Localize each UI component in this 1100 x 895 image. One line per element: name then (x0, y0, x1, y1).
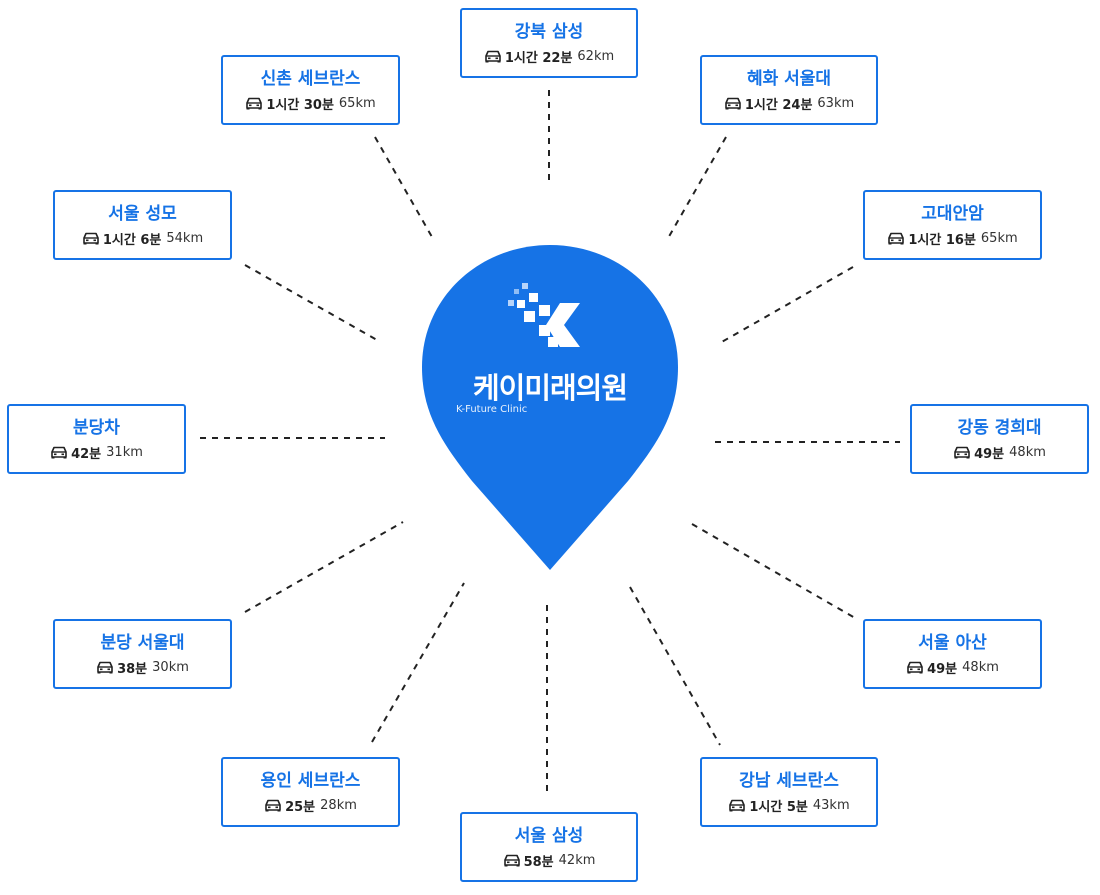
travel-distance: 63km (817, 95, 855, 111)
travel-time: 58분 (523, 854, 554, 870)
travel-time: 42분 (71, 446, 102, 462)
travel-time: 1시간 6분 (102, 232, 162, 248)
travel-time: 1시간 5분 (749, 799, 808, 815)
travel-distance: 65km (338, 95, 376, 111)
travel-time: 1시간 22분 (504, 50, 573, 66)
connector-line (719, 266, 854, 344)
travel-distance: 43km (812, 797, 850, 813)
travel-distance: 42km (558, 852, 596, 868)
hospital-name: 강북 삼성 (514, 21, 584, 42)
travel-distance: 31km (106, 444, 143, 460)
car-icon (82, 231, 100, 245)
hospital-name: 강동 경희대 (957, 417, 1042, 438)
travel-time: 49분 (974, 446, 1005, 462)
hospital-name: 서울 성모 (108, 203, 177, 224)
car-icon (906, 660, 924, 674)
travel-distance: 48km (1009, 444, 1046, 460)
hospital-name: 강남 세브란스 (739, 770, 839, 791)
connector-line (244, 264, 378, 341)
car-icon (484, 49, 502, 63)
connector-line (691, 523, 856, 619)
car-icon (953, 445, 971, 459)
travel-distance: 65km (980, 230, 1018, 246)
travel-distance: 28km (320, 797, 357, 813)
clinic-name: 케이미래의원 (472, 371, 628, 405)
travel-time: 1시간 30분 (266, 97, 334, 113)
car-icon (503, 853, 521, 867)
travel-time: 25분 (285, 799, 316, 815)
k-logo-icon (508, 283, 580, 347)
travel-distance: 62km (577, 48, 615, 64)
car-icon (96, 660, 114, 674)
travel-time: 1시간 24분 (744, 97, 813, 113)
car-icon (50, 445, 68, 459)
car-icon (245, 96, 263, 110)
hospital-name: 혜화 서울대 (746, 68, 832, 89)
car-icon (728, 798, 746, 812)
clinic-subtitle: K-Future Clinic (456, 404, 528, 415)
location-pin (422, 245, 678, 570)
car-icon (724, 96, 742, 110)
travel-distance: 30km (152, 659, 189, 675)
travel-distance: 54km (166, 230, 204, 246)
travel-time: 1시간 16분 (908, 232, 976, 248)
connector-line (371, 582, 465, 743)
connector-line (374, 136, 433, 238)
hospital-name: 고대안암 (921, 203, 984, 224)
travel-time: 49분 (927, 661, 958, 677)
hospital-name: 서울 삼성 (514, 825, 584, 846)
connector-line (244, 521, 404, 613)
travel-time: 38분 (117, 661, 148, 677)
hospital-name: 신촌 세브란스 (260, 68, 361, 89)
connector-line (666, 136, 727, 241)
travel-distance: 48km (962, 659, 999, 675)
hospital-name: 분당 서울대 (100, 632, 185, 653)
hospital-name: 서울 아산 (918, 632, 987, 653)
connector-line (629, 586, 721, 746)
car-icon (887, 231, 905, 245)
car-icon (264, 798, 282, 812)
hospital-name: 용인 세브란스 (260, 770, 361, 791)
hospital-name: 분당차 (73, 417, 120, 438)
